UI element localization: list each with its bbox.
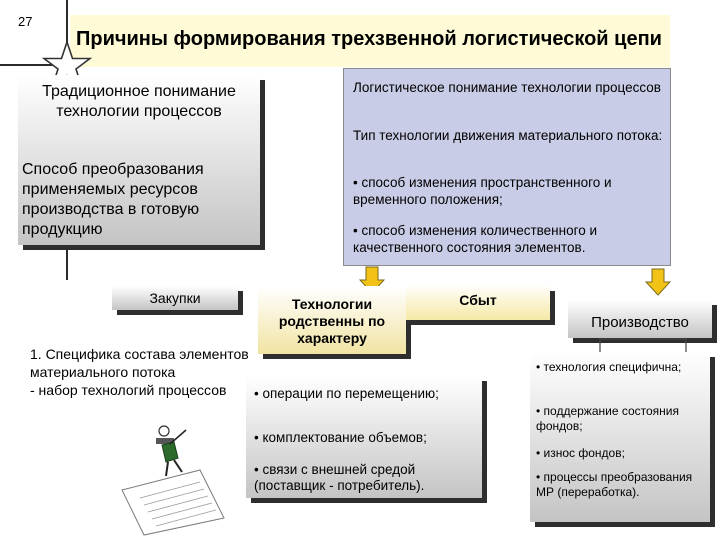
- bracket-connector: [599, 338, 687, 352]
- operations-item: • связи с внешней средой (поставщик - по…: [254, 462, 425, 493]
- zakupki-label: Закупки: [149, 290, 201, 306]
- technologies-label: Технологии родственны по характеру: [278, 296, 386, 346]
- zakupki-item: - набор технологий процессов: [30, 382, 227, 398]
- production-item: • поддержание состояния фондов;: [536, 404, 680, 433]
- clerk-at-desk-image: [121, 425, 225, 536]
- logistic-heading: Логистическое понимание технологии проце…: [353, 80, 661, 95]
- production-box: [568, 300, 712, 338]
- sbyt-label: Сбыт: [459, 292, 497, 308]
- sbyt-box: [406, 286, 550, 320]
- zakupki-text: 1. Специфика состава элементов материаль…: [30, 345, 250, 399]
- page-number: 27: [18, 14, 33, 29]
- operations-item: • комплектование объемов;: [254, 430, 427, 445]
- slide-title: Причины формирования трехзвенной логисти…: [76, 28, 662, 50]
- logistic-type-label: Тип технологии движения материального по…: [353, 128, 663, 143]
- title-banner: [70, 15, 670, 67]
- production-item: • технология специфична;: [536, 360, 682, 374]
- traditional-box: [18, 75, 260, 245]
- zakupki-item: 1. Специфика состава элементов материаль…: [30, 346, 249, 380]
- zakupki-box: [112, 286, 238, 310]
- traditional-body: Способ преобразования применяемых ресурс…: [22, 161, 204, 238]
- production-details-box: [530, 352, 710, 522]
- traditional-heading: Традиционное понимание технологии процес…: [42, 83, 236, 120]
- technologies-box: [258, 286, 406, 354]
- logistic-bullet-1: • способ изменения пространственного и в…: [353, 175, 612, 207]
- logistic-bullet-2: • способ изменения количественного и кач…: [353, 223, 598, 255]
- logistic-box: [343, 68, 671, 266]
- down-arrow-icon: [645, 268, 671, 296]
- production-label: Производство: [591, 314, 689, 331]
- production-item: • процессы преобразования МР (переработк…: [536, 470, 693, 499]
- production-item: • износ фондов;: [536, 446, 625, 460]
- operations-box: [246, 376, 482, 498]
- operations-item: • операции по перемещению;: [254, 386, 439, 401]
